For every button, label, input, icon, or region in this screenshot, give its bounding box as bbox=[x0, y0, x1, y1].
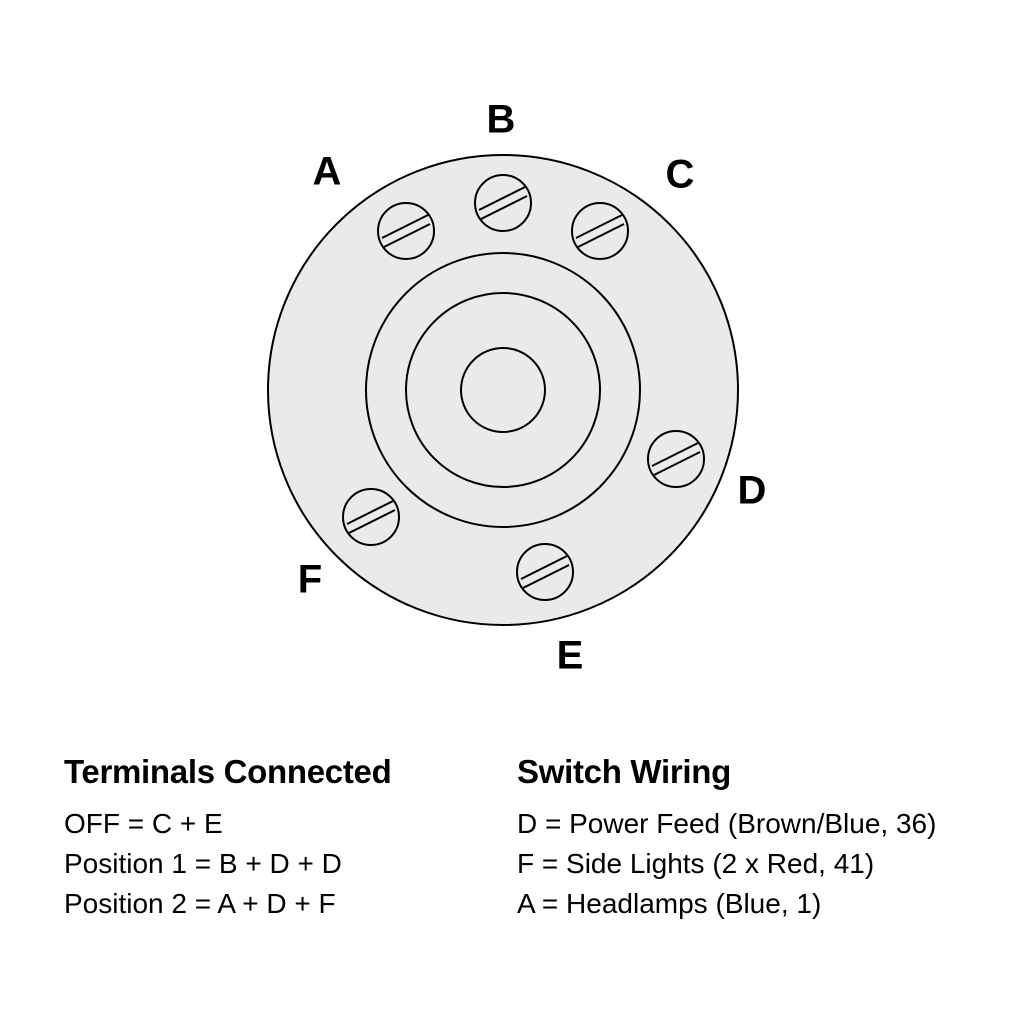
legend-item: F = Side Lights (2 x Red, 41) bbox=[517, 848, 875, 879]
screw-terminal-e bbox=[516, 543, 574, 601]
terminal-label-b: B bbox=[487, 98, 516, 142]
screw-terminal-a bbox=[377, 202, 435, 260]
legend-item: A = Headlamps (Blue, 1) bbox=[517, 888, 822, 919]
screw-terminal-c bbox=[571, 202, 629, 260]
switch-wiring-list: D = Power Feed (Brown/Blue, 36) F = Side… bbox=[517, 804, 936, 924]
terminal-label-e: E bbox=[557, 634, 584, 678]
middle-ring bbox=[405, 292, 601, 488]
screw-terminal-f bbox=[342, 488, 400, 546]
terminal-label-c: C bbox=[666, 153, 695, 197]
legend-item: Position 2 = A + D + F bbox=[64, 888, 336, 919]
switch-diagram: A B C D E F bbox=[267, 98, 767, 678]
terminals-connected-list: OFF = C + E Position 1 = B + D + D Posit… bbox=[64, 804, 391, 924]
legend-item: D = Power Feed (Brown/Blue, 36) bbox=[517, 808, 937, 839]
screw-terminal-d bbox=[647, 430, 705, 488]
terminal-label-a: A bbox=[313, 150, 342, 194]
terminals-connected-legend: Terminals Connected OFF = C + E Position… bbox=[64, 752, 392, 924]
legend-item: OFF = C + E bbox=[64, 808, 223, 839]
switch-wiring-legend: Switch Wiring D = Power Feed (Brown/Blue… bbox=[517, 752, 936, 924]
switch-wiring-title: Switch Wiring bbox=[517, 753, 731, 790]
terminal-label-d: D bbox=[738, 469, 767, 513]
center-shaft bbox=[460, 347, 546, 433]
outer-ring bbox=[365, 252, 641, 528]
terminal-label-f: F bbox=[298, 558, 322, 602]
legend-item: Position 1 = B + D + D bbox=[64, 848, 342, 879]
screw-terminal-b bbox=[474, 174, 532, 232]
terminals-connected-title: Terminals Connected bbox=[64, 753, 392, 790]
